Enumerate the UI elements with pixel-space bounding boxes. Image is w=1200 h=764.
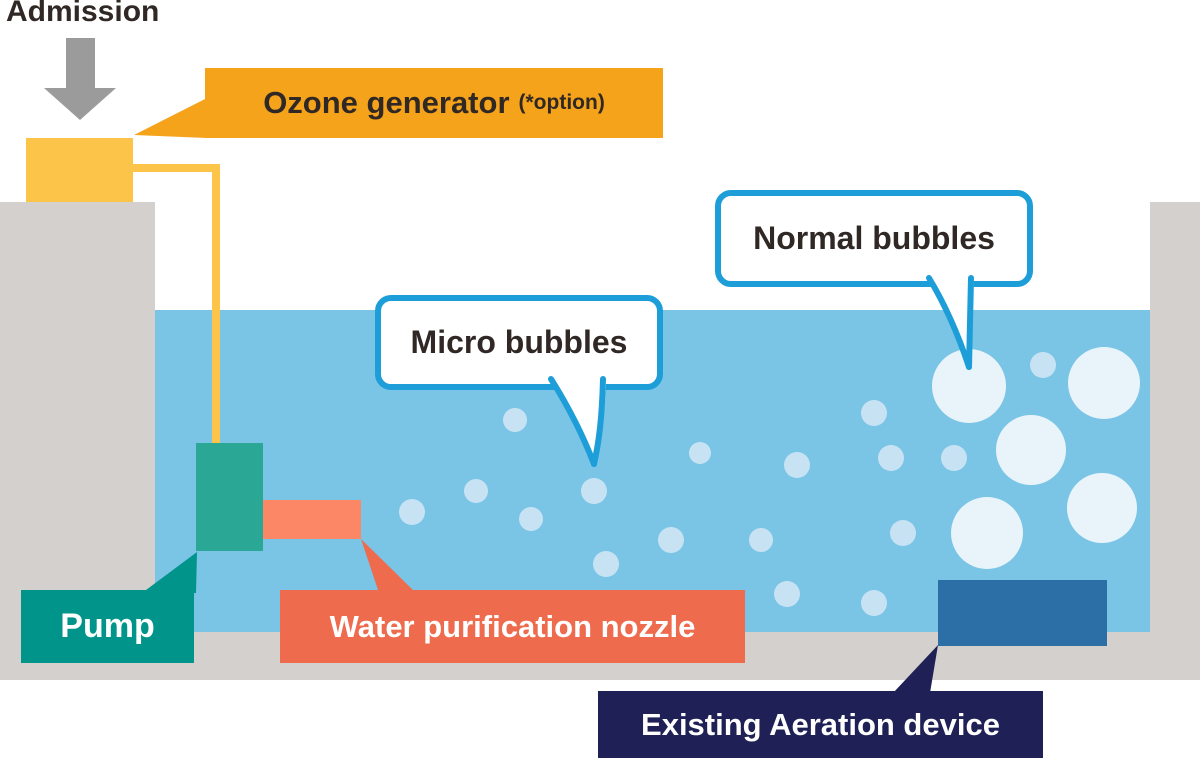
bubble: [503, 408, 527, 432]
bubble: [1068, 347, 1140, 419]
micro-bubbles-text: Micro bubbles: [410, 324, 628, 360]
supply-pipe-vertical: [212, 164, 220, 444]
ozone-option-text: (*option): [518, 91, 605, 114]
bubble: [593, 551, 619, 577]
bubble: [861, 400, 887, 426]
bubble: [861, 590, 887, 616]
bubble: [941, 445, 967, 471]
nozzle-label: Water purification nozzle: [280, 590, 745, 663]
bubble: [996, 415, 1066, 485]
ozone-generator-label: Ozone generator (*option): [205, 68, 663, 138]
nozzle-label-text: Water purification nozzle: [329, 608, 696, 644]
aeration-label-text: Existing Aeration device: [641, 706, 1000, 742]
bubble: [878, 445, 904, 471]
bubble: [519, 507, 543, 531]
normal-bubbles-callout: Normal bubbles: [715, 190, 1033, 287]
pump-label: Pump: [21, 590, 194, 663]
bubble: [658, 527, 684, 553]
bubble: [774, 581, 800, 607]
bubble: [689, 442, 711, 464]
pump-device: [196, 443, 263, 551]
down-arrow-shaft: [66, 38, 95, 90]
pump-label-text: Pump: [60, 607, 155, 645]
bubble: [932, 349, 1006, 423]
bubble: [784, 452, 810, 478]
supply-pipe-horizontal: [133, 164, 220, 172]
micro-bubbles-callout: Micro bubbles: [375, 295, 663, 390]
ozone-generator-box: [26, 138, 133, 202]
bubble: [951, 497, 1023, 569]
admission-label: Admission: [6, 0, 160, 28]
right-wall: [1150, 202, 1200, 680]
down-arrow-head: [44, 88, 116, 120]
ozone-generator-label-text: Ozone generator: [263, 85, 510, 120]
bubble: [1067, 473, 1137, 543]
nozzle-device: [263, 500, 361, 539]
aeration-device: [938, 580, 1107, 646]
bubble: [581, 478, 607, 504]
normal-bubbles-text: Normal bubbles: [753, 220, 995, 256]
bubble: [749, 528, 773, 552]
bubble: [399, 499, 425, 525]
aeration-label: Existing Aeration device: [598, 691, 1043, 758]
bubble: [464, 479, 488, 503]
bubble: [890, 520, 916, 546]
bubble: [1030, 352, 1056, 378]
